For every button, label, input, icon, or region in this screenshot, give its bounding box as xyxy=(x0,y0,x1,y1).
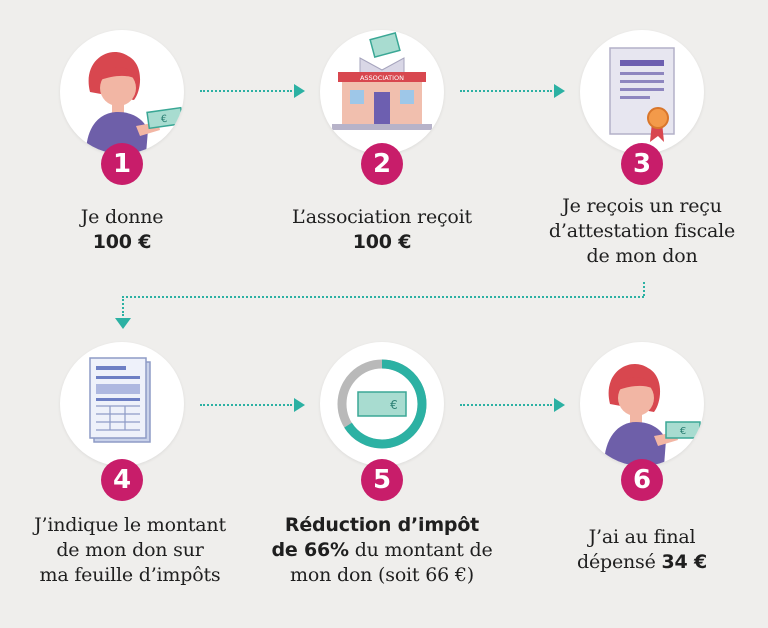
connector-line xyxy=(122,296,644,298)
arrow-down-icon xyxy=(115,318,131,329)
svg-text:€: € xyxy=(390,398,398,412)
svg-text:ASSOCIATION: ASSOCIATION xyxy=(360,74,404,82)
woman-holding-banknote-icon: € xyxy=(604,364,701,466)
step-amount: 100 € xyxy=(352,231,412,253)
arrow-right-icon xyxy=(294,398,305,412)
association-building-icon: ASSOCIATION xyxy=(332,32,432,130)
step-6-caption: J’ai au final dépensé 34 € xyxy=(512,525,768,575)
step-4-illustration xyxy=(60,342,184,466)
step-3-caption: Je reçois un reçu d’attestation fiscale … xyxy=(512,194,768,269)
step-number-badge: 1 xyxy=(101,143,143,185)
reduction-gauge-icon: € xyxy=(337,359,427,449)
tax-form-icon xyxy=(89,357,151,443)
step-2-caption: L’association reçoit 100 € xyxy=(252,205,512,255)
step-number-badge: 2 xyxy=(361,143,403,185)
step-3-illustration xyxy=(580,30,704,154)
connector-line xyxy=(643,282,645,296)
step-text: ma feuille d’impôts xyxy=(39,564,221,586)
connector-line xyxy=(460,90,552,92)
step-text: du montant de xyxy=(348,539,493,561)
arrow-right-icon xyxy=(554,398,565,412)
step-1-caption: Je donne 100 € xyxy=(0,205,252,255)
step-text: mon don (soit 66 €) xyxy=(290,564,474,586)
step-4-caption: J’indique le montant de mon don sur ma f… xyxy=(0,513,260,588)
step-text: d’attestation fiscale xyxy=(548,220,736,242)
gauge-fill xyxy=(337,359,427,449)
step-text: de mon don xyxy=(586,245,698,267)
step-5-caption: Réduction d’impôt de 66% du montant de m… xyxy=(252,513,512,588)
step-text: J’ai au final xyxy=(588,526,696,548)
svg-text:€: € xyxy=(680,426,686,437)
connector-line xyxy=(460,404,552,406)
step-text: L’association reçoit xyxy=(292,206,472,228)
step-2-illustration: ASSOCIATION xyxy=(320,30,444,154)
step-number-badge: 4 xyxy=(101,459,143,501)
step-6-illustration: € xyxy=(580,342,704,466)
step-amount: 100 € xyxy=(92,231,152,253)
step-1-illustration: € xyxy=(60,30,184,154)
connector-line xyxy=(200,404,292,406)
step-highlight: Réduction d’impôt xyxy=(284,514,480,536)
step-number-badge: 3 xyxy=(621,143,663,185)
step-highlight: de 66% xyxy=(271,539,349,561)
connector-line xyxy=(122,296,124,316)
arrow-right-icon xyxy=(554,84,565,98)
step-text: Je donne xyxy=(80,206,164,228)
step-text: Je reçois un reçu xyxy=(562,195,722,217)
step-number-badge: 6 xyxy=(621,459,663,501)
woman-giving-banknote-icon: € xyxy=(86,52,184,154)
svg-text:€: € xyxy=(160,114,168,126)
step-5-illustration: € xyxy=(320,342,444,466)
step-text: de mon don sur xyxy=(56,539,204,561)
step-text: dépensé xyxy=(577,551,662,573)
certificate-icon xyxy=(609,47,675,142)
step-number-badge: 5 xyxy=(361,459,403,501)
connector-line xyxy=(200,90,292,92)
step-text: J’indique le montant xyxy=(34,514,226,536)
step-amount: 34 € xyxy=(661,551,708,573)
arrow-right-icon xyxy=(294,84,305,98)
